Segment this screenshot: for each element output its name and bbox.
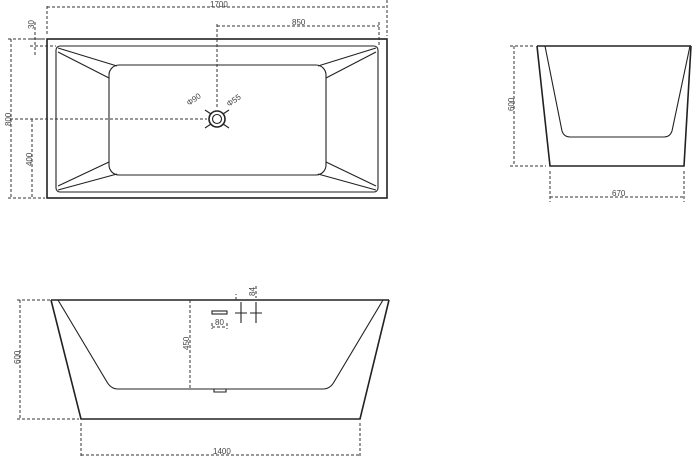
top-view-inner-rim — [55, 45, 379, 193]
dim-side-length-line — [80, 423, 361, 458]
dim-overall-width-line — [8, 38, 45, 199]
dim-side-length-label: 1400 — [213, 447, 231, 456]
dim-fitting-offset-line — [235, 286, 257, 300]
dim-drain-offset-label: 400 — [25, 152, 34, 166]
fitting-marks-icon — [235, 302, 262, 323]
slope-bottom-right — [317, 161, 377, 191]
dim-overall-length-line — [46, 0, 388, 36]
dim-overall-length-label: 1700 — [210, 0, 228, 9]
side-view-basin — [57, 299, 384, 390]
end-view-outline — [536, 45, 692, 167]
dim-overflow-width-label: 80 — [215, 318, 224, 327]
slope-top-left — [57, 47, 118, 79]
dim-side-height-label: 600 — [13, 350, 22, 364]
drain-icon — [204, 109, 230, 129]
dim-half-length-line — [217, 22, 380, 46]
dim-end-width-line — [549, 171, 685, 202]
end-view-basin — [544, 45, 691, 138]
dim-overflow-height-label: 450 — [182, 336, 191, 350]
slope-bottom-left — [57, 161, 118, 191]
dim-side-height-line — [17, 299, 79, 420]
dim-rim-offset-label: 30 — [27, 20, 36, 29]
dim-fitting-offset-label: 84 — [248, 287, 257, 296]
overflow-slot-icon — [211, 310, 228, 315]
dim-end-width-label: 670 — [612, 189, 626, 198]
dim-end-height-line — [510, 45, 546, 167]
end-view: 600 670 — [507, 45, 692, 202]
dim-end-height-label: 600 — [507, 97, 516, 111]
dim-overflow-width-line — [211, 323, 228, 329]
dim-half-length-label: 850 — [292, 18, 306, 27]
drain-left-diameter-label: Φ90 — [185, 91, 203, 107]
side-view-outline — [50, 299, 390, 420]
drain-notch — [213, 389, 227, 393]
drain-right-diameter-label: Φ55 — [225, 92, 243, 108]
slope-top-right — [317, 47, 377, 79]
dim-overall-width-label: 800 — [4, 112, 13, 126]
side-view: 84 80 450 600 1400 — [13, 286, 390, 458]
top-view: Φ90 Φ55 1700 850 30 800 400 — [4, 0, 388, 199]
